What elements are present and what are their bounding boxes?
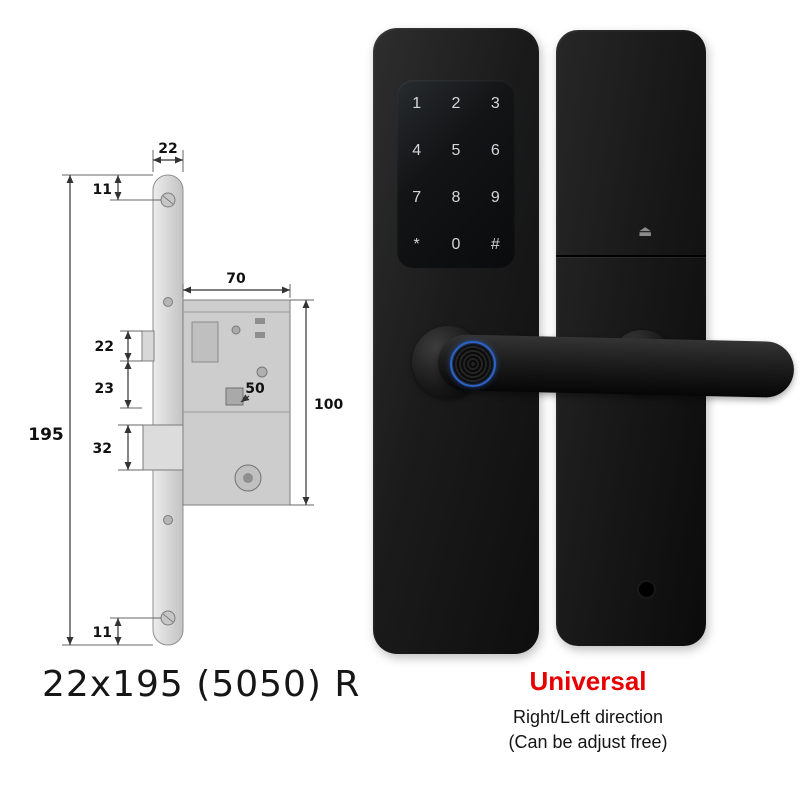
spindle-hole (225, 387, 244, 406)
dim-plate-height: 195 (28, 425, 64, 445)
dim-backset: 50 (245, 381, 265, 397)
dim-deadbolt-height: 32 (93, 441, 112, 457)
caption-adjust: (Can be adjust free) (508, 732, 668, 752)
latch-bolt (141, 330, 155, 362)
keypad-key-6: 6 (490, 141, 500, 159)
dim-top-width: 22 (158, 141, 177, 157)
caption-block: Universal Right/Left direction (Can be a… (428, 666, 748, 753)
mortise-lock-diagram: 22 11 195 70 100 22 (28, 141, 343, 646)
keypad-key-star: * (413, 235, 420, 253)
touch-keypad: 1 2 3 4 5 6 7 8 9 * 0 # (397, 80, 515, 268)
keypad-key-4: 4 (412, 141, 422, 159)
battery-cover-seam (556, 255, 706, 257)
fingerprint-sensor (450, 341, 496, 387)
lock-body (182, 299, 291, 506)
keypad-key-8: 8 (451, 188, 461, 206)
keypad-key-9: 9 (490, 188, 500, 206)
keypad-key-0: 0 (451, 235, 461, 253)
keypad-key-5: 5 (451, 141, 461, 159)
diagram-size-label: 22x195 (5050) R (42, 664, 361, 705)
faceplate (152, 174, 184, 646)
reset-hole (639, 582, 654, 597)
dimension-lines: 22 11 195 70 100 22 (28, 141, 343, 646)
caption-universal: Universal (529, 666, 647, 696)
dim-body-width: 70 (226, 271, 246, 287)
battery-release-icon: ⏏ (638, 222, 653, 240)
keypad-key-hash: # (490, 235, 500, 253)
keypad-key-1: 1 (412, 94, 422, 112)
keypad-key-3: 3 (490, 94, 500, 112)
caption-direction: Right/Left direction (512, 707, 664, 727)
keypad-key-7: 7 (412, 188, 422, 206)
dim-latch-height: 22 (95, 339, 114, 355)
dim-top-hole-offset: 11 (93, 182, 112, 198)
keypad-key-2: 2 (451, 94, 461, 112)
dim-body-height: 100 (314, 397, 343, 413)
dim-gap-height: 23 (95, 381, 114, 397)
deadbolt (142, 424, 184, 471)
dim-bottom-hole-offset: 11 (93, 625, 112, 641)
